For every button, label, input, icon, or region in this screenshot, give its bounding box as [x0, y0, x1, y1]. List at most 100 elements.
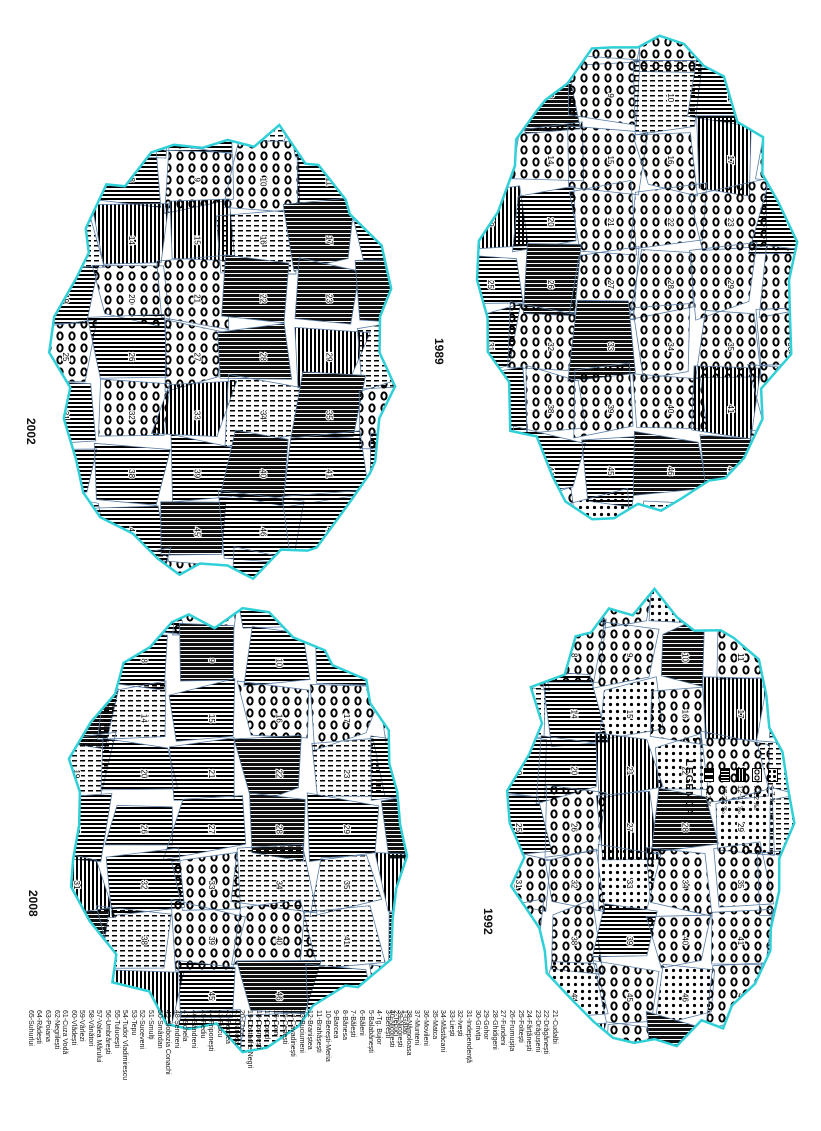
- commune-number: 12: [786, 93, 795, 102]
- commune-area: [282, 197, 356, 272]
- commune-area: [369, 432, 396, 494]
- commune-number: 11: [324, 178, 333, 187]
- map-1992: 1234567891011121314151617181920212223242…: [488, 568, 821, 1078]
- map-year-label: 2002: [24, 418, 38, 445]
- locality-item: 45-Rediu: [198, 1010, 206, 1039]
- commune-number: 6: [791, 596, 800, 601]
- commune-area: [507, 898, 545, 965]
- locality-item: 32-Ivești: [456, 1010, 464, 1037]
- commune-number: 25: [61, 353, 70, 362]
- commune-number: 26: [139, 825, 148, 834]
- commune-number: 49: [486, 529, 495, 538]
- commune-area: [162, 795, 247, 861]
- commune-number: 50: [546, 529, 555, 538]
- commune-area: [236, 680, 310, 739]
- commune-area: [573, 362, 634, 439]
- locality-item: 46-Săndreni: [190, 1010, 198, 1049]
- commune-number: 9: [606, 93, 615, 98]
- commune-number: 9: [625, 653, 634, 658]
- commune-area: [352, 124, 396, 151]
- locality-item: 31-Independență: [465, 1010, 473, 1063]
- commune-number: 23: [726, 218, 735, 227]
- commune-area: [477, 438, 517, 505]
- commune-area: [68, 608, 107, 639]
- commune-number: 40: [666, 404, 675, 413]
- commune-number: 27: [625, 823, 634, 832]
- commune-area: [347, 140, 396, 216]
- commune-number: 36: [409, 881, 418, 890]
- commune-number: 22: [680, 766, 689, 775]
- legend-swatch-vbar: [720, 768, 730, 782]
- commune-number: 43: [61, 528, 70, 537]
- commune-area: [100, 737, 179, 791]
- commune-area: [95, 905, 172, 969]
- county-outline: [475, 34, 799, 521]
- locality-item: 57-Valea Mărului: [95, 1010, 103, 1063]
- commune-area: [177, 960, 236, 1018]
- commune-area: [758, 245, 798, 318]
- commune-area: [689, 241, 758, 321]
- commune-number: 12: [390, 178, 399, 187]
- locality-item: 65-Suhurlui: [26, 1010, 34, 1046]
- locality-item: 33-Liești: [447, 1010, 455, 1037]
- locality-item: 18-Cosmești: [254, 1010, 262, 1050]
- commune-area: [507, 845, 551, 913]
- commune-area: [164, 319, 224, 393]
- commune-number: 31: [72, 881, 81, 890]
- commune-number: 14: [546, 156, 555, 165]
- commune-number: 11: [342, 658, 351, 667]
- commune-number: 42: [786, 404, 795, 413]
- commune-number: 26: [127, 353, 136, 362]
- commune-area: [104, 804, 173, 846]
- commune-area: [604, 1020, 655, 1047]
- locality-item: 34-Măstăcani: [439, 1010, 447, 1053]
- commune-number: 2: [139, 603, 148, 608]
- commune-number: 35: [342, 881, 351, 890]
- commune-number: 1: [72, 603, 81, 608]
- commune-area: [156, 254, 230, 330]
- map-year-label: 1992: [481, 908, 495, 935]
- commune-number: 50: [569, 1050, 578, 1059]
- commune-number: 3: [606, 31, 615, 36]
- county-outline: [47, 123, 397, 581]
- commune-number: 51: [625, 1050, 634, 1059]
- commune-number: 14: [569, 710, 578, 719]
- commune-number: 38: [139, 936, 148, 945]
- commune-number: 48: [786, 467, 795, 476]
- commune-number: 43: [514, 993, 523, 1002]
- commune-area: [221, 254, 290, 324]
- commune-area: [568, 35, 641, 66]
- locality-item: 55-Tulucești: [112, 1010, 120, 1048]
- commune-area: [748, 429, 798, 495]
- commune-area: [168, 677, 236, 742]
- locality-item: 9-Barcea: [332, 1010, 340, 1039]
- commune-number: 12: [791, 653, 800, 662]
- commune-number: 33: [207, 881, 216, 890]
- commune-number: 45: [207, 992, 216, 1001]
- commune-number: 23: [324, 294, 333, 303]
- locality-item: 10-Berești-Meria: [323, 1010, 331, 1062]
- legend-title: LEGENDA: [683, 760, 694, 816]
- commune-area: [370, 735, 408, 801]
- commune-number: 40: [680, 936, 689, 945]
- locality-item: 39-Nicorești: [396, 1010, 404, 1048]
- legend-swatch-dash: [704, 768, 714, 782]
- commune-area: [632, 430, 708, 496]
- commune-number: 33: [625, 880, 634, 889]
- locality-item: 29-Gohor: [482, 1010, 490, 1040]
- commune-area: [309, 683, 386, 751]
- map-year-label: 1989: [432, 338, 446, 365]
- commune-number: 29: [324, 353, 333, 362]
- commune-number: 24: [409, 769, 418, 778]
- commune-number: 1: [486, 31, 495, 36]
- locality-item: 58-Vânători: [86, 1010, 94, 1047]
- commune-area: [243, 626, 311, 687]
- commune-area: [294, 257, 360, 325]
- commune-number: 20: [569, 766, 578, 775]
- commune-number: 10: [274, 658, 283, 667]
- commune-number: 16: [666, 156, 675, 165]
- commune-number: 44: [139, 992, 148, 1001]
- commune-area: [374, 852, 408, 912]
